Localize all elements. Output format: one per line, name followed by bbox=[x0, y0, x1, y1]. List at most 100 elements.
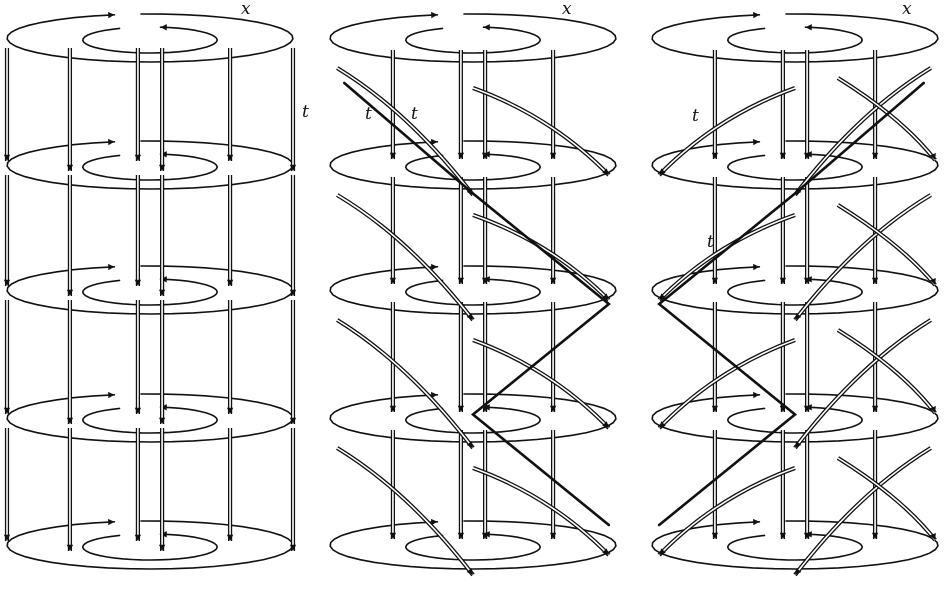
helix-fiber bbox=[337, 448, 473, 575]
fiber-arrowhead bbox=[135, 408, 141, 414]
fiber-arrowhead bbox=[227, 280, 233, 286]
helix-fiber-inner bbox=[838, 330, 935, 413]
helix-fiber-inner bbox=[337, 320, 473, 448]
helix-fiber-inner bbox=[473, 468, 609, 555]
ellipse-arrowhead bbox=[753, 12, 759, 18]
helix-fiber-inner bbox=[473, 88, 609, 175]
outer-ring bbox=[652, 521, 938, 569]
fiber-arrowhead bbox=[780, 278, 786, 284]
inner-ring bbox=[83, 279, 217, 305]
fiber-arrowhead bbox=[780, 153, 786, 159]
ellipse-arrowhead bbox=[806, 24, 812, 30]
label-x-middle: x bbox=[562, 0, 572, 19]
panel-middle bbox=[330, 12, 616, 575]
fiber-arrowhead bbox=[780, 533, 786, 539]
fiber-arrowhead bbox=[872, 406, 878, 412]
fiber-arrowhead bbox=[872, 278, 878, 284]
fiber-arrowhead bbox=[135, 155, 141, 161]
helix-fiber-inner bbox=[659, 340, 795, 428]
outer-ring bbox=[330, 521, 616, 569]
outer-ring bbox=[7, 141, 293, 189]
helix-fiber bbox=[337, 195, 473, 320]
helix-fiber-inner bbox=[659, 88, 795, 175]
helix-fiber-inner bbox=[659, 468, 795, 555]
ellipse-arrowhead bbox=[108, 392, 114, 398]
helix-fiber-inner bbox=[337, 448, 473, 575]
inner-ring bbox=[83, 27, 217, 53]
outer-ring bbox=[7, 266, 293, 314]
fiber-arrowhead bbox=[135, 535, 141, 541]
outer-ring bbox=[652, 394, 938, 442]
label-x-right: x bbox=[902, 0, 912, 19]
inner-ring bbox=[406, 407, 540, 433]
fiber-arrowhead bbox=[550, 406, 556, 412]
fiber-arrowhead bbox=[458, 278, 464, 284]
outer-ring bbox=[330, 266, 616, 314]
helix-fiber bbox=[659, 88, 795, 175]
outer-ring bbox=[652, 14, 938, 62]
outer-ring bbox=[330, 14, 616, 62]
fiber-arrowhead bbox=[390, 153, 396, 159]
helix-fiber-inner bbox=[473, 340, 609, 428]
outer-ring bbox=[7, 521, 293, 569]
helix-fiber-inner bbox=[838, 205, 935, 285]
ellipse-arrowhead bbox=[431, 12, 437, 18]
inner-ring bbox=[83, 407, 217, 433]
fiber-arrowhead bbox=[227, 535, 233, 541]
panel-right bbox=[652, 12, 938, 575]
fiber-arrowhead bbox=[67, 290, 73, 296]
label-t-right-2: t bbox=[707, 232, 714, 252]
inner-ring bbox=[728, 279, 862, 305]
fiber-arrowhead bbox=[458, 406, 464, 412]
inner-ring bbox=[406, 279, 540, 305]
helix-fiber bbox=[838, 205, 935, 285]
helix-fiber bbox=[659, 468, 795, 555]
inner-ring bbox=[406, 27, 540, 53]
ellipse-arrowhead bbox=[108, 519, 114, 525]
outer-ring bbox=[652, 141, 938, 189]
helix-fiber bbox=[473, 468, 609, 555]
helix-fiber bbox=[838, 330, 935, 413]
fiber-arrowhead bbox=[458, 533, 464, 539]
fiber-arrowhead bbox=[390, 533, 396, 539]
inner-ring bbox=[728, 407, 862, 433]
helix-fiber bbox=[838, 458, 935, 540]
ellipse-arrowhead bbox=[108, 139, 114, 145]
outer-ring bbox=[330, 141, 616, 189]
ellipse-arrowhead bbox=[753, 392, 759, 398]
ellipse-arrowhead bbox=[484, 24, 490, 30]
ellipse-arrowhead bbox=[108, 12, 114, 18]
helix-fiber-inner bbox=[337, 195, 473, 320]
fiber-arrowhead bbox=[67, 165, 73, 171]
fiber-arrowhead bbox=[159, 165, 165, 171]
panel-left bbox=[4, 12, 296, 569]
helix-fiber bbox=[337, 320, 473, 448]
fiber-arrowhead bbox=[872, 153, 878, 159]
fiber-arrowhead bbox=[872, 533, 878, 539]
outer-ring bbox=[330, 394, 616, 442]
label-t-middle-1: t bbox=[365, 104, 372, 124]
ellipse-arrowhead bbox=[108, 264, 114, 270]
fiber-arrowhead bbox=[712, 533, 718, 539]
inner-ring bbox=[728, 534, 862, 560]
inner-ring bbox=[728, 27, 862, 53]
fiber-arrowhead bbox=[550, 153, 556, 159]
fiber-arrowhead bbox=[135, 280, 141, 286]
fiber-arrowhead bbox=[67, 545, 73, 551]
fiber-arrowhead bbox=[390, 278, 396, 284]
label-t-middle-2: t bbox=[411, 104, 418, 124]
fiber-arrowhead bbox=[227, 155, 233, 161]
fiber-arrowhead bbox=[159, 418, 165, 424]
inner-ring bbox=[83, 534, 217, 560]
label-t-right-1: t bbox=[692, 106, 699, 126]
fiber-arrowhead bbox=[159, 290, 165, 296]
ellipse-arrowhead bbox=[161, 24, 167, 30]
fiber-arrowhead bbox=[159, 545, 165, 551]
inner-ring bbox=[406, 534, 540, 560]
ellipse-arrowhead bbox=[753, 264, 759, 270]
helix-stroke bbox=[344, 83, 609, 525]
fiber-arrowhead bbox=[390, 406, 396, 412]
fiber-arrowhead bbox=[712, 278, 718, 284]
ellipse-arrowhead bbox=[753, 139, 759, 145]
